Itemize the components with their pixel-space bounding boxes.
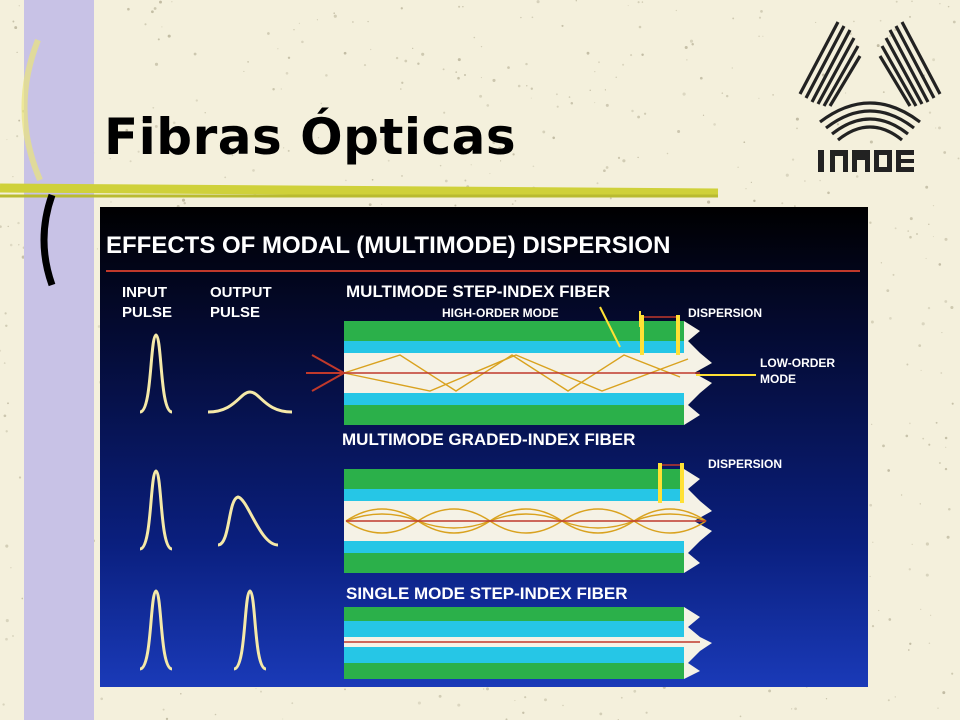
input-pulse-3 xyxy=(139,589,173,671)
input-pulse-1 xyxy=(139,333,173,414)
dispersion-marker-b xyxy=(676,315,680,355)
left-decor-bar xyxy=(24,0,94,720)
modal-dispersion-diagram: EFFECTS OF MODAL (MULTIMODE) DISPERSION … xyxy=(100,207,868,687)
fiber2-rays xyxy=(345,508,707,534)
diagram-svg: EFFECTS OF MODAL (MULTIMODE) DISPERSION … xyxy=(106,232,860,679)
output-pulse-2 xyxy=(217,495,279,547)
output-label-line1: OUTPUT xyxy=(210,284,272,301)
fiber1-title: MULTIMODE STEP-INDEX FIBER xyxy=(346,282,610,301)
diagram-heading: EFFECTS OF MODAL (MULTIMODE) DISPERSION xyxy=(106,232,670,259)
input-label-line1: INPUT xyxy=(122,284,167,301)
output-pulse-1 xyxy=(207,390,293,414)
low-order-label-line1: LOW-ORDER xyxy=(760,356,835,370)
dispersion-marker-a xyxy=(640,315,644,355)
fiber2-body xyxy=(344,469,712,573)
output-label-line2: PULSE xyxy=(210,304,260,321)
fiber1-rays xyxy=(343,354,700,392)
low-order-label-line2: MODE xyxy=(760,372,796,386)
fiber2-title: MULTIMODE GRADED-INDEX FIBER xyxy=(342,430,635,449)
fiber2-dispersion-marker-a xyxy=(658,463,662,503)
high-order-leader xyxy=(599,306,621,348)
fiber1-dispersion-label: DISPERSION xyxy=(688,306,762,320)
high-order-mode-label: HIGH-ORDER MODE xyxy=(442,306,559,320)
fiber2-dispersion-marker-b xyxy=(680,463,684,503)
fiber3-title: SINGLE MODE STEP-INDEX FIBER xyxy=(346,584,627,603)
input-pulse-2 xyxy=(139,469,173,551)
fiber2-dispersion-label: DISPERSION xyxy=(708,457,782,471)
output-pulse-3 xyxy=(233,589,267,671)
input-label-line2: PULSE xyxy=(122,304,172,321)
fiber3-body xyxy=(344,607,712,679)
inaoe-logo xyxy=(798,21,942,172)
slide-title: Fibras Ópticas xyxy=(104,108,517,166)
input-arrow xyxy=(306,354,347,392)
